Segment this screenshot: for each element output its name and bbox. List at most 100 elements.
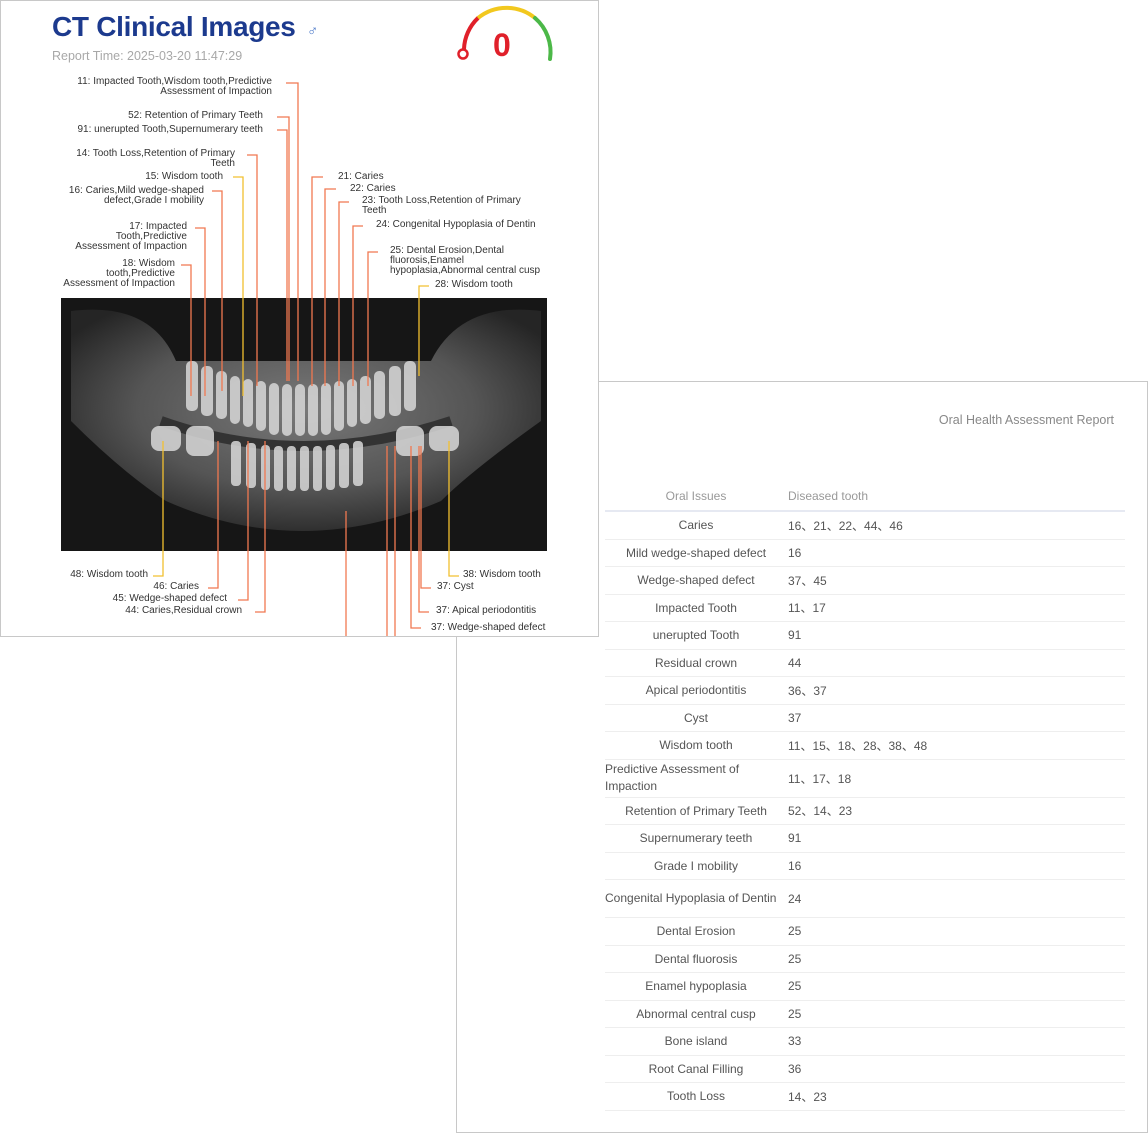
oral-health-report-panel: Oral Health Assessment Report Oral Issue… — [456, 381, 1148, 1133]
oral-issue-cell: Apical periodontitis — [605, 676, 787, 705]
tooth-label-37-apical: 37: Apical periodontitis — [436, 605, 537, 616]
oral-issue-cell: Supernumerary teeth — [605, 824, 787, 853]
tooth-label-14: 14: Tooth Loss,Retention of Primary Teet… — [76, 148, 235, 169]
diseased-tooth-cell: 91 — [787, 621, 1125, 650]
tooth-label-46: 46: Caries — [153, 581, 199, 592]
oral-issue-cell: Residual crown — [605, 649, 787, 677]
male-gender-icon: ♂ — [307, 23, 319, 40]
oral-issue-cell: Enamel hypoplasia — [605, 972, 787, 1001]
diseased-tooth-cell: 14、23 — [787, 1082, 1125, 1111]
tooth-label-37-cyst: 37: Cyst — [437, 581, 474, 592]
oral-issue-cell: Grade I mobility — [605, 852, 787, 880]
diseased-tooth-cell: 16 — [787, 852, 1125, 880]
tooth-label-16: 16: Caries,Mild wedge-shaped defect,Grad… — [68, 185, 204, 206]
tooth-label-48: 48: Wisdom tooth — [70, 569, 148, 580]
tooth-label-17: 17: Impacted Tooth,Predictive Assessment… — [75, 221, 187, 252]
oral-issue-cell: Dental fluorosis — [605, 945, 787, 973]
diseased-tooth-cell: 52、14、23 — [787, 797, 1125, 825]
diseased-tooth-cell: 25 — [787, 1000, 1125, 1028]
tooth-label-15: 15: Wisdom tooth — [145, 171, 223, 182]
oral-issue-cell: Abnormal central cusp — [605, 1000, 787, 1028]
tooth-label-23: 23: Tooth Loss,Retention of Primary Teet… — [362, 195, 521, 216]
diseased-tooth-cell: 36、37 — [787, 676, 1125, 705]
tooth-label-45: 45: Wedge-shaped defect — [112, 593, 227, 604]
oral-issue-cell: Wisdom tooth — [605, 731, 787, 760]
diseased-tooth-cell: 36 — [787, 1055, 1125, 1083]
diseased-tooth-cell: 24 — [787, 879, 1125, 918]
tooth-label-91: 91: unerupted Tooth,Supernumerary teeth — [77, 124, 264, 135]
oral-issue-cell: Root Canal Filling — [605, 1055, 787, 1083]
diseased-tooth-cell: 25 — [787, 917, 1125, 946]
tooth-label-18: 18: Wisdom tooth,Predictive Assessment o… — [63, 258, 175, 289]
diseased-tooth-cell: 37 — [787, 704, 1125, 732]
column-header-oral-issues: Oral Issues — [605, 482, 787, 512]
tooth-label-37-wedge: 37: Wedge-shaped defect — [431, 622, 546, 633]
tooth-label-21: 21: Caries — [338, 171, 384, 182]
oral-issue-cell: Cyst — [605, 704, 787, 732]
oral-issue-cell: Retention of Primary Teeth — [605, 797, 787, 825]
oral-issue-cell: Mild wedge-shaped defect — [605, 539, 787, 567]
tooth-label-38: 38: Wisdom tooth — [463, 569, 541, 580]
diseased-tooth-cell: 16、21、22、44、46 — [787, 511, 1125, 540]
report-time: Report Time: 2025-03-20 11:47:29 — [52, 49, 243, 63]
diseased-tooth-cell: 11、15、18、28、38、48 — [787, 731, 1125, 760]
oral-issue-cell: Predictive Assessment of Impaction — [605, 759, 787, 798]
diseased-tooth-cell: 25 — [787, 945, 1125, 973]
oral-issue-cell: Caries — [605, 511, 787, 540]
oral-issue-cell: Dental Erosion — [605, 917, 787, 946]
score-value: 0 — [493, 27, 511, 63]
oral-issue-cell: unerupted Tooth — [605, 621, 787, 650]
tooth-label-28: 28: Wisdom tooth — [435, 279, 513, 290]
tooth-label-44: 44: Caries,Residual crown — [125, 605, 242, 616]
diseased-tooth-cell: 33 — [787, 1027, 1125, 1056]
diseased-tooth-cell: 44 — [787, 649, 1125, 677]
page-title: CT Clinical Images — [52, 11, 296, 42]
diseased-tooth-cell: 11、17、18 — [787, 759, 1125, 798]
tooth-label-11: 11: Impacted Tooth,Wisdom tooth,Predicti… — [77, 76, 272, 97]
diseased-tooth-cell: 11、17 — [787, 594, 1125, 622]
score-gauge — [457, 5, 553, 61]
annotation-leader-lines — [153, 82, 459, 636]
tooth-label-25: 25: Dental Erosion,Dental fluorosis,Enam… — [390, 245, 541, 276]
tooth-label-24: 24: Congenital Hypoplasia of Dentin — [376, 219, 536, 230]
oral-issue-cell: Congenital Hypoplasia of Dentin — [605, 879, 787, 918]
tooth-label-22: 22: Caries — [350, 183, 396, 194]
oral-issue-cell: Impacted Tooth — [605, 594, 787, 622]
column-header-diseased-tooth: Diseased tooth — [787, 482, 1125, 512]
ct-clinical-images-panel: CT Clinical Images ♂ Report Time: 2025-0… — [0, 0, 599, 637]
tooth-label-52: 52: Retention of Primary Teeth — [128, 110, 263, 121]
diseased-tooth-cell: 25 — [787, 972, 1125, 1001]
oral-issue-cell: Bone island — [605, 1027, 787, 1056]
gauge-indicator-icon — [457, 48, 469, 60]
diseased-tooth-cell: 16 — [787, 539, 1125, 567]
diseased-tooth-cell: 91 — [787, 824, 1125, 853]
table-header-row: Oral Issues Diseased tooth — [605, 482, 1125, 512]
oral-issue-cell: Wedge-shaped defect — [605, 566, 787, 595]
diseased-tooth-cell: 37、45 — [787, 566, 1125, 595]
report-title: Oral Health Assessment Report — [938, 413, 1114, 427]
panoramic-xray-image — [61, 298, 547, 551]
oral-issue-cell: Tooth Loss — [605, 1082, 787, 1111]
